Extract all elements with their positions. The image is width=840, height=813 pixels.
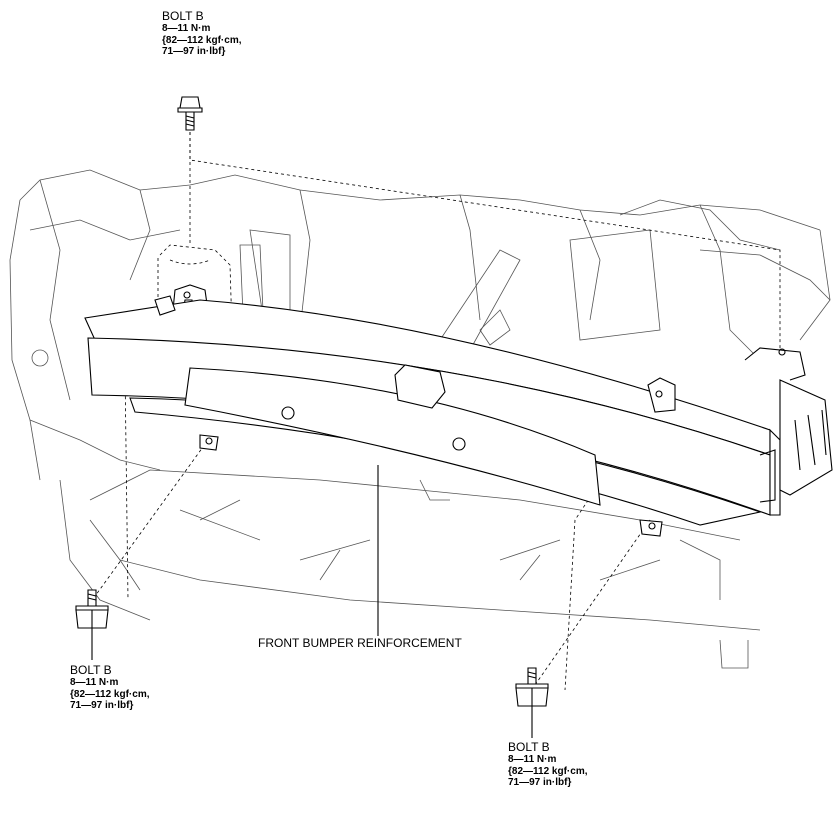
- torque-nm: 8—11 N·m: [162, 23, 211, 35]
- vehicle-front-structure: [9, 169, 831, 669]
- right-crash-box: [744, 347, 833, 496]
- bumper-reinforcement-beam: [84, 295, 781, 537]
- torque-nm: 8—11 N·m: [70, 677, 119, 689]
- torque-kgf: {82—112 kgf·cm,: [508, 765, 588, 777]
- callout-bolt-bottom-right: BOLT B 8—11 N·m {82—112 kgf·cm, 71—97 in…: [508, 740, 588, 788]
- callout-title: BOLT B: [70, 663, 112, 677]
- callout-bolt-bottom-left: BOLT B 8—11 N·m {82—112 kgf·cm, 71—97 in…: [70, 663, 150, 711]
- torque-kgf: {82—112 kgf·cm,: [70, 688, 150, 700]
- front-bumper-reinforcement-label: FRONT BUMPER REINFORCEMENT: [258, 636, 462, 650]
- bolt-icon-bottom-left: [75, 589, 109, 629]
- callout-title: BOLT B: [508, 740, 550, 754]
- torque-inlbf: 71—97 in·lbf}: [162, 45, 226, 57]
- callout-bolt-top-left: BOLT B 8—11 N·m {82—112 kgf·cm, 71—97 in…: [162, 9, 242, 57]
- torque-nm: 8—11 N·m: [508, 754, 557, 766]
- callout-title: BOLT B: [162, 9, 204, 23]
- torque-inlbf: 71—97 in·lbf}: [70, 699, 134, 711]
- bolt-icon-bottom-right: [515, 667, 549, 707]
- bolt-icon-top: [177, 96, 203, 131]
- torque-inlbf: 71—97 in·lbf}: [508, 776, 572, 788]
- torque-kgf: {82—112 kgf·cm,: [162, 34, 242, 46]
- leader-lines: [91, 465, 533, 738]
